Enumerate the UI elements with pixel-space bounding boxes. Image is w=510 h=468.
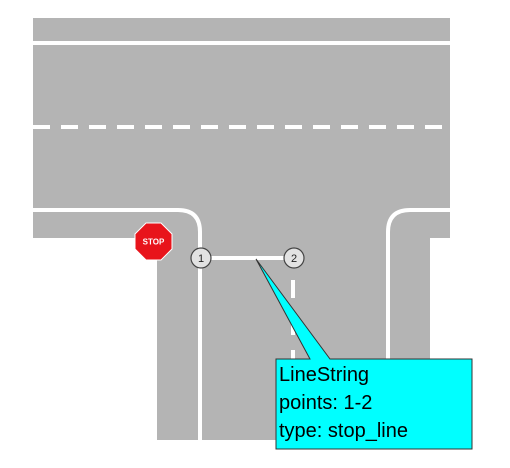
stop-sign-octagon	[134, 222, 173, 261]
point-label-2: 2	[291, 253, 297, 265]
callout-box	[255, 258, 473, 450]
stop-sign: STOP	[134, 222, 173, 261]
point-label-1: 1	[198, 253, 204, 265]
point-marker-circle	[190, 247, 212, 269]
stop-sign-text: STOP	[143, 238, 165, 247]
point-marker-1[interactable]: 1	[190, 247, 212, 269]
right-curb-line	[386, 208, 450, 440]
point-marker-2[interactable]: 2	[283, 247, 305, 269]
left-curb-line	[33, 208, 202, 440]
point-marker-circle	[283, 247, 305, 269]
